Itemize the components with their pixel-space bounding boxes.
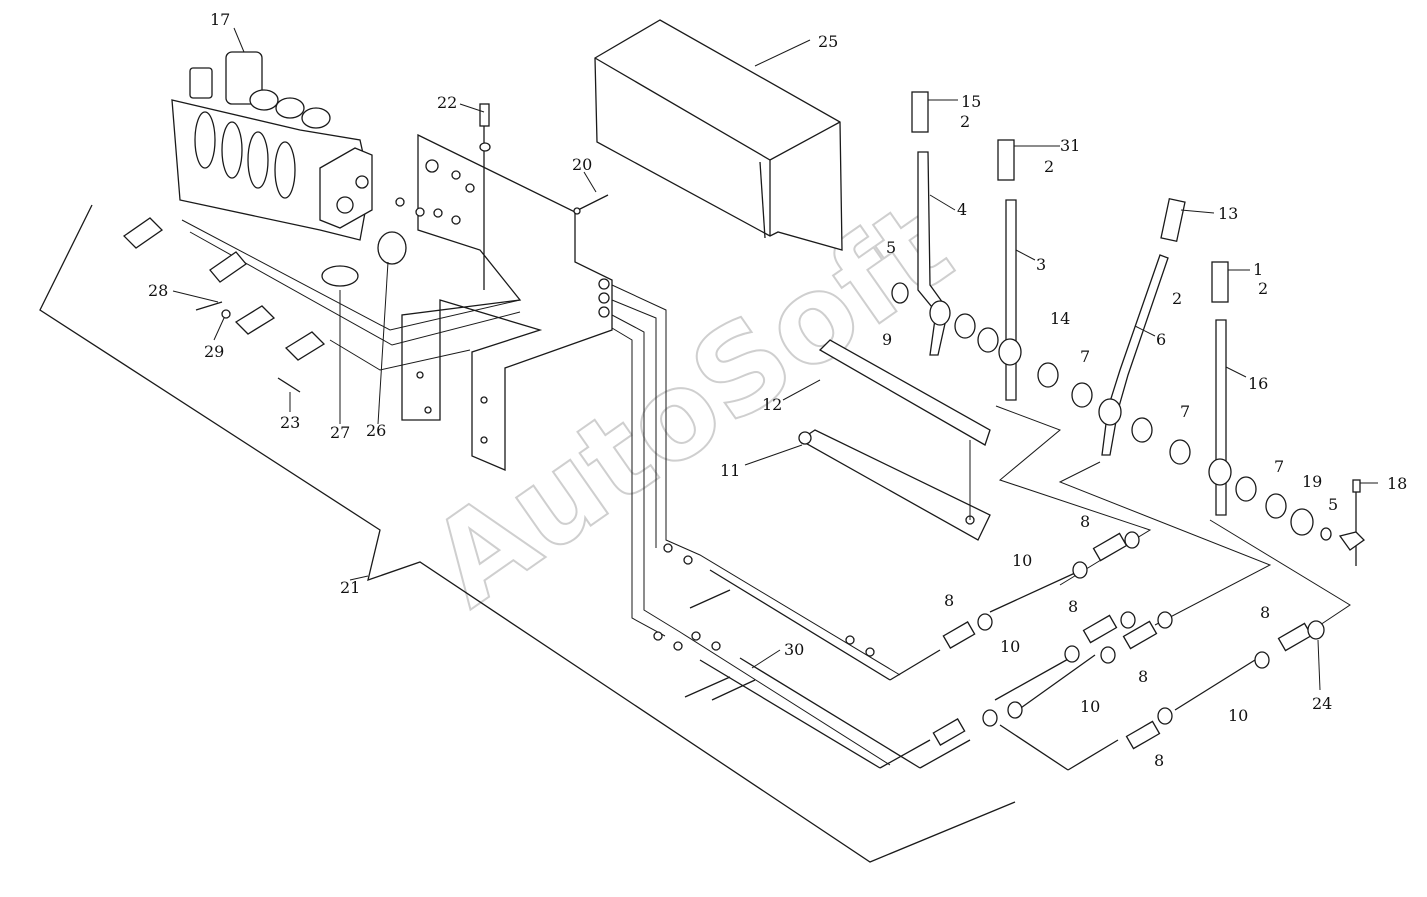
callout-25: 25 xyxy=(818,32,838,51)
callout-17: 17 xyxy=(210,10,230,29)
callout-10b: 10 xyxy=(1000,637,1020,656)
shaft-bushings xyxy=(891,282,1332,541)
callout-19: 19 xyxy=(1302,472,1322,491)
callout-labels: 17 25 22 20 15 2 31 2 4 13 5 3 1 2 2 28 … xyxy=(148,10,1407,770)
callout-7b: 7 xyxy=(1180,402,1190,421)
callout-15: 15 xyxy=(961,92,981,111)
callout-7c: 7 xyxy=(1274,457,1284,476)
callout-29: 29 xyxy=(204,342,224,361)
callout-22: 22 xyxy=(437,93,457,112)
callout-10a: 10 xyxy=(1012,551,1032,570)
callout-28: 28 xyxy=(148,281,168,300)
frame-outline xyxy=(39,204,1016,863)
callout-26: 26 xyxy=(366,421,386,440)
lower-pins xyxy=(653,543,1119,771)
callout-9: 9 xyxy=(882,330,892,349)
callout-8e: 8 xyxy=(1138,667,1148,686)
callout-3: 3 xyxy=(1036,255,1046,274)
callout-8d: 8 xyxy=(1260,603,1270,622)
cylinder-part-11 xyxy=(798,339,991,541)
callout-18: 18 xyxy=(1387,474,1407,493)
callout-14: 14 xyxy=(1050,309,1070,328)
callout-16: 16 xyxy=(1248,374,1268,393)
callout-13: 13 xyxy=(1218,204,1238,223)
callout-21: 21 xyxy=(340,578,360,597)
callout-23: 23 xyxy=(280,413,300,432)
callout-2c: 2 xyxy=(1258,279,1268,298)
hydraulic-lines xyxy=(181,219,901,766)
callout-11: 11 xyxy=(720,461,740,480)
callout-10d: 10 xyxy=(1228,706,1248,725)
leader-lines xyxy=(172,27,1378,691)
callout-4: 4 xyxy=(957,200,967,219)
callout-2b: 2 xyxy=(1044,157,1054,176)
callout-2d: 2 xyxy=(1172,289,1182,308)
callout-7a: 7 xyxy=(1080,347,1090,366)
callout-8a: 8 xyxy=(1080,512,1090,531)
callout-5b: 5 xyxy=(1328,495,1338,514)
callout-31: 31 xyxy=(1060,136,1080,155)
callout-2a: 2 xyxy=(960,112,970,131)
callout-1: 1 xyxy=(1253,260,1263,279)
callout-20: 20 xyxy=(572,155,592,174)
callout-6: 6 xyxy=(1156,330,1166,349)
cover-part-25 xyxy=(594,19,843,251)
callout-24: 24 xyxy=(1312,694,1332,713)
callout-5a: 5 xyxy=(886,238,896,257)
callout-27: 27 xyxy=(330,423,350,442)
callout-8f: 8 xyxy=(1154,751,1164,770)
linkage-rods xyxy=(932,531,1325,750)
left-fittings xyxy=(122,217,407,393)
callout-8c: 8 xyxy=(1068,597,1078,616)
callout-12: 12 xyxy=(762,395,782,414)
valve-block-part-17 xyxy=(171,51,373,241)
callout-10c: 10 xyxy=(1080,697,1100,716)
callout-8b: 8 xyxy=(944,591,954,610)
callout-30: 30 xyxy=(784,640,804,659)
bolts xyxy=(395,103,1366,566)
